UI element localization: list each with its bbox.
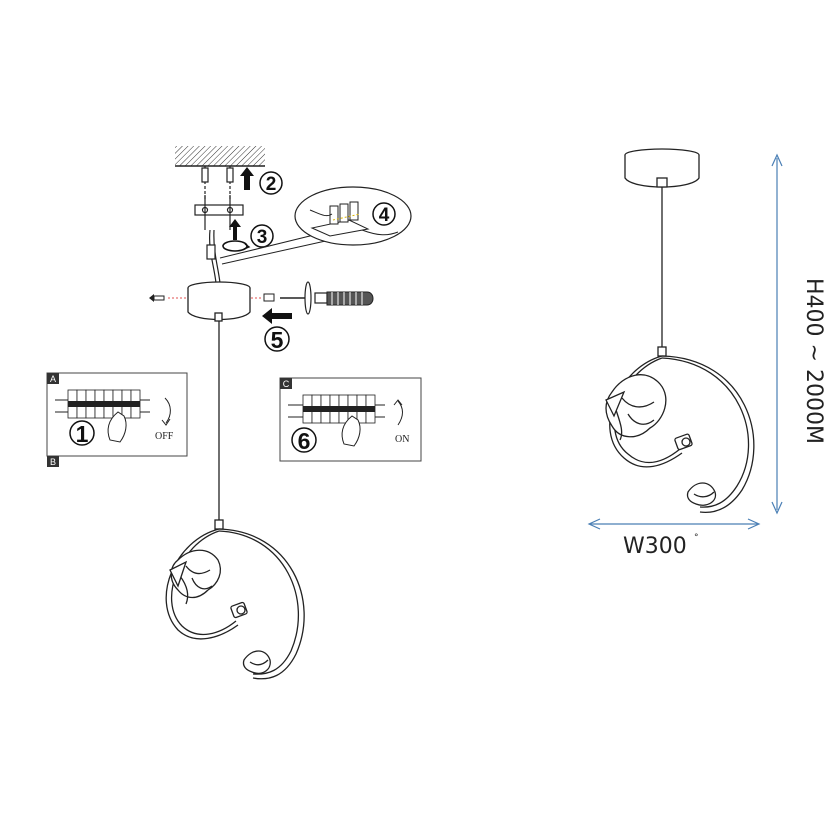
step1-badge: 1: [76, 421, 89, 447]
step3-arrow-icon: [222, 219, 251, 252]
ceiling: [175, 146, 265, 167]
svg-text:2: 2: [266, 174, 277, 195]
pendant-lamp-left: [165, 519, 305, 680]
panel-a-tag: A: [50, 374, 56, 384]
wires: [206, 229, 221, 284]
step2-badge: 2: [259, 171, 283, 195]
screwdriver-icon: [251, 281, 374, 315]
off-label: OFF: [155, 431, 174, 442]
svg-text:5: 5: [271, 327, 284, 353]
side-screw-left: [149, 294, 187, 302]
panel-b-tag: B: [50, 457, 56, 467]
canopy: [187, 281, 251, 322]
svg-text:3: 3: [257, 227, 268, 248]
canopy-right: [624, 148, 700, 188]
step6-badge: 6: [298, 428, 311, 454]
step4-badge: 4: [372, 202, 396, 226]
breaker-panel-off: A B 1 OFF: [46, 372, 188, 467]
width-label: W300: [623, 534, 687, 559]
mounting-bracket: [194, 195, 244, 230]
width-degree-mark: °: [694, 533, 699, 543]
ceiling-anchors: [201, 166, 234, 200]
step3-badge: 3: [250, 224, 274, 248]
svg-text:4: 4: [379, 205, 390, 226]
step5-arrow-icon: [262, 308, 292, 324]
pendant-lamp-right: [605, 346, 755, 514]
step2-arrow-icon: [240, 167, 254, 190]
on-label: ON: [395, 434, 409, 445]
panel-c-tag: C: [283, 379, 290, 389]
width-dimension-arrow: [587, 518, 761, 530]
terminal-callout: [219, 186, 412, 265]
breaker-panel-on: C 6 ON: [279, 377, 422, 462]
height-label: H400 ~ 2000M: [801, 278, 826, 444]
step5-badge: 5: [264, 326, 290, 353]
height-dimension-arrow: [771, 153, 783, 515]
